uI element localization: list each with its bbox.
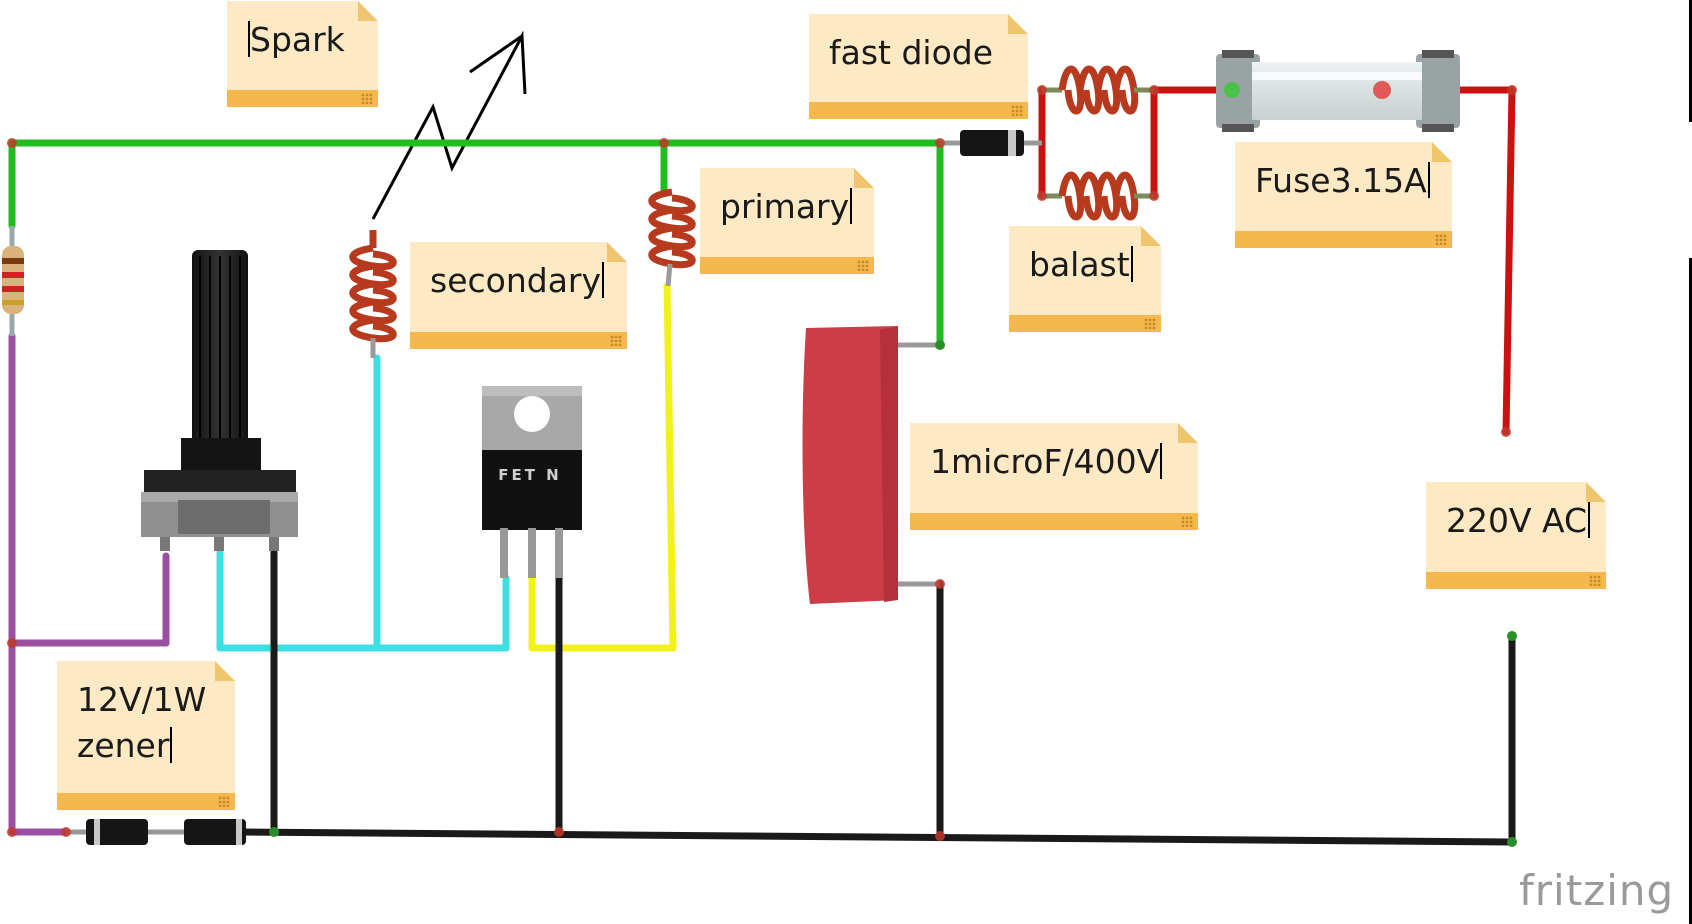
green-wires[interactable]: [8, 139, 944, 349]
label-balast: balast: [1029, 245, 1130, 284]
text-cursor: [1588, 502, 1591, 538]
primary-coil[interactable]: [648, 188, 696, 287]
label-spark: Spark: [250, 20, 345, 59]
cyan-wires[interactable]: [216, 354, 510, 652]
label-fast-diode: fast diode: [829, 33, 994, 72]
fet-transistor[interactable]: [482, 386, 582, 578]
spark-symbol: [371, 30, 527, 220]
text-cursor: [1160, 443, 1163, 479]
fet-marking: FET N: [498, 466, 562, 484]
potentiometer[interactable]: [141, 250, 298, 551]
zener-diode[interactable]: [66, 819, 246, 845]
label-fuse: Fuse3.15A: [1255, 161, 1427, 200]
ballast-coil-bottom[interactable]: [1042, 171, 1154, 221]
note-spark[interactable]: Spark: [227, 1, 378, 107]
label-secondary: secondary: [430, 261, 602, 300]
note-primary[interactable]: primary: [700, 168, 874, 274]
text-cursor: [1427, 162, 1430, 198]
note-secondary[interactable]: secondary: [410, 242, 627, 349]
spark-arrowhead: [469, 34, 523, 74]
note-fuse[interactable]: Fuse3.15A: [1235, 142, 1452, 248]
note-zener[interactable]: 12V/1W zener: [57, 661, 235, 810]
note-fast-diode[interactable]: fast diode: [809, 14, 1028, 119]
note-ac[interactable]: 220V AC: [1426, 482, 1606, 589]
label-primary: primary: [720, 187, 850, 226]
label-capacitor: 1microF/400V: [930, 442, 1160, 481]
ballast-coil-top[interactable]: [1042, 65, 1154, 115]
resistor[interactable]: [2, 226, 24, 336]
connection-nodes-green: [269, 340, 1517, 847]
note-balast[interactable]: balast: [1009, 226, 1161, 332]
window-edge-top: [1689, 0, 1692, 122]
text-cursor: [1130, 246, 1133, 282]
text-cursor: [850, 188, 853, 224]
text-cursor: [248, 21, 250, 57]
label-ac: 220V AC: [1446, 501, 1588, 540]
black-wires[interactable]: [241, 548, 1516, 846]
note-capacitor[interactable]: 1microF/400V: [910, 423, 1198, 530]
text-cursor: [602, 262, 605, 298]
purple-wires[interactable]: [8, 332, 170, 836]
secondary-coil[interactable]: [349, 230, 397, 358]
label-zener: 12V/1W zener: [77, 680, 207, 765]
text-cursor: [170, 727, 173, 763]
connection-nodes: [7, 85, 1517, 841]
fritzing-watermark: fritzing: [1519, 866, 1675, 915]
capacitor[interactable]: [802, 326, 940, 604]
window-edge-bottom: [1689, 258, 1692, 924]
fuse[interactable]: [1216, 50, 1460, 132]
